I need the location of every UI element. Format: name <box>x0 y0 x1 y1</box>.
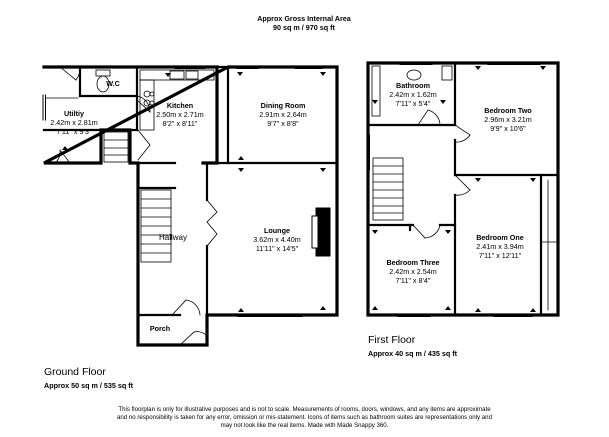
room-metric-utility: 2.42m x 2.81m <box>50 118 98 127</box>
room-name-lounge: Lounge <box>264 226 290 235</box>
room-metric-dining: 2.91m x 2.64m <box>259 110 307 119</box>
room-metric-bathroom: 2.42m x 1.62m <box>389 90 437 99</box>
room-metric-lounge: 3.62m x 4.40m <box>253 235 301 244</box>
room-imperial-kitchen: 8'2" x 8'11" <box>162 119 198 128</box>
room-name-hallway: Hallway <box>158 233 187 242</box>
disclaimer-line-2: and no responsibility is taken for any e… <box>117 414 492 421</box>
disclaimer-line-1: This floorplan is only for illustrative … <box>118 406 491 413</box>
room-name-porch: Porch <box>149 324 171 333</box>
room-metric-bedroom-two: 2.96m x 3.21m <box>484 115 532 124</box>
room-name-bathroom: Bathroom <box>396 81 430 90</box>
disclaimer-line-3: may not look like the real items. Made w… <box>220 422 389 429</box>
room-imperial-dining: 9'7" x 8'8" <box>267 119 299 128</box>
room-imperial-lounge: 11'11" x 14'5" <box>255 244 299 253</box>
gross-area-title: Approx Gross Internal Area <box>257 14 351 23</box>
room-name-dining: Dining Room <box>260 101 306 110</box>
room-name-bedroom-one: Bedroom One <box>476 233 524 242</box>
first-floor-outline <box>366 61 560 317</box>
room-imperial-utility: 7'11" x 9'3" <box>56 127 92 136</box>
room-metric-kitchen: 2.50m x 2.71m <box>156 110 204 119</box>
room-imperial-bedroom-two: 9'9" x 10'6" <box>490 124 526 133</box>
room-name-bedroom-two: Bedroom Two <box>484 106 532 115</box>
room-name-utility: Utiltiy <box>64 109 84 118</box>
ground-floor-area: Approx 50 sq m / 535 sq ft <box>44 381 134 390</box>
first-floor-area: Approx 40 sq m / 435 sq ft <box>368 349 458 358</box>
room-name-kitchen: Kitchen <box>166 101 194 110</box>
gross-area-value: 90 sq m / 970 sq ft <box>273 23 335 32</box>
room-imperial-bedroom-one: 7'11" x 12'11" <box>478 251 522 260</box>
ground-floor-label: Ground Floor <box>44 366 106 378</box>
room-name-bedroom-three: Bedroom Three <box>386 258 440 267</box>
room-imperial-bathroom: 7'11" x 5'4" <box>395 99 431 108</box>
room-metric-bedroom-one: 2.41m x 3.94m <box>476 242 524 251</box>
first-floor-label: First Floor <box>368 334 416 346</box>
room-imperial-bedroom-three: 7'11" x 8'4" <box>395 276 431 285</box>
room-metric-bedroom-three: 2.42m x 2.54m <box>389 267 437 276</box>
room-name-wc: W.C <box>106 79 120 88</box>
